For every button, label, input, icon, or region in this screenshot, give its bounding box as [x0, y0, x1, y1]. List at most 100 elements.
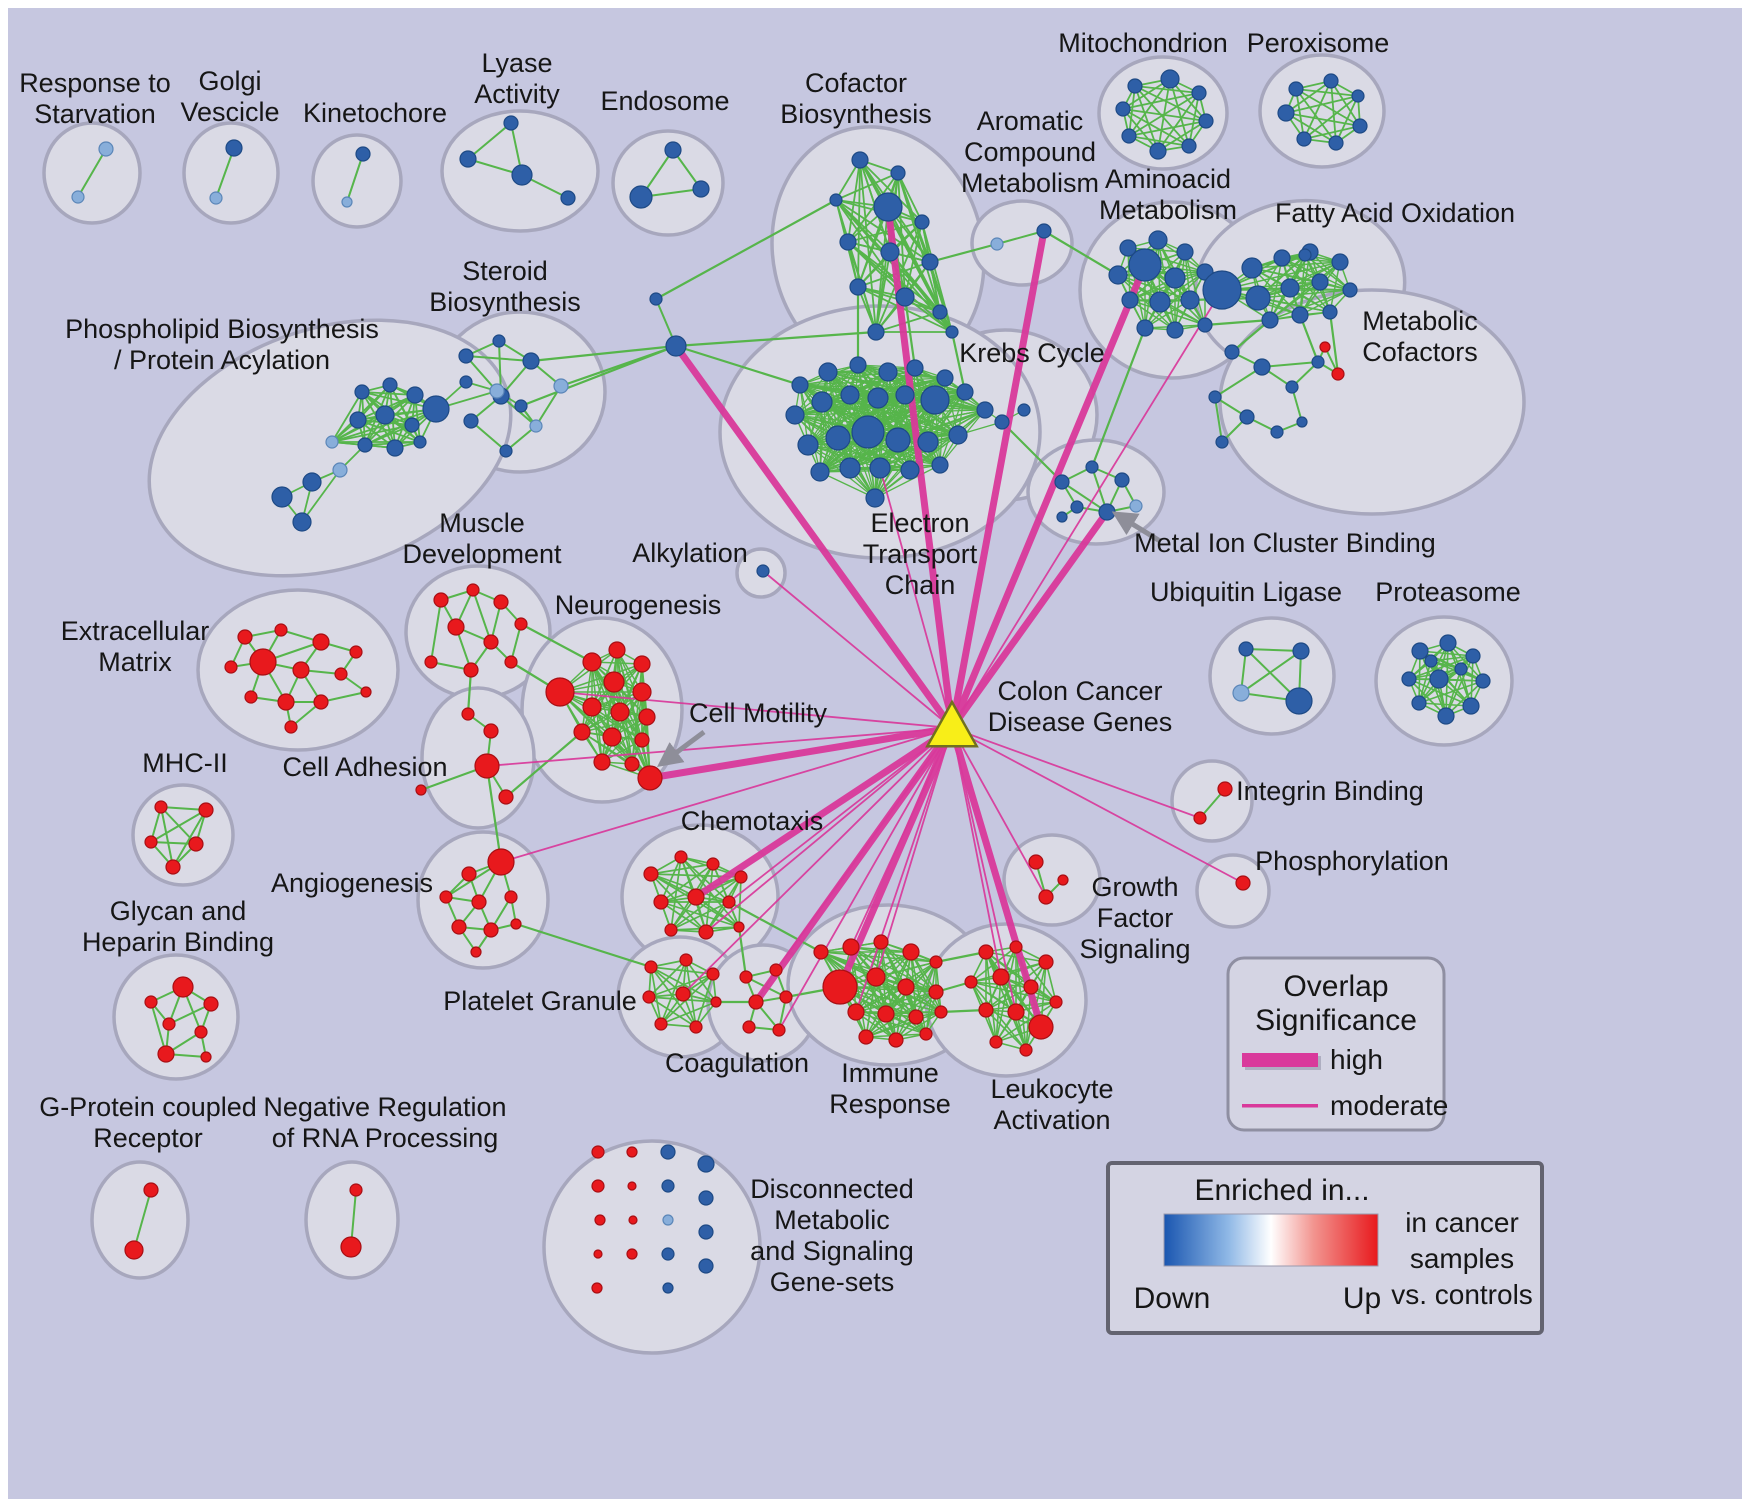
lyase-edge: [467, 122, 512, 160]
phospholipid-node: [404, 417, 420, 433]
phospholipid-node: [514, 399, 528, 413]
leuko-edge: [985, 1009, 1027, 1051]
immune-node: [908, 1009, 924, 1025]
aromatic-ellipse: [970, 199, 1074, 287]
muscle-label: Development: [402, 539, 562, 569]
resp-edge: [77, 148, 107, 198]
perox-edge: [1295, 88, 1305, 140]
etc-node: [840, 385, 860, 405]
growth-label: Signaling: [1079, 934, 1190, 964]
muscle-node: [514, 617, 528, 631]
mhc2-edge: [172, 809, 207, 868]
leuko-node: [978, 944, 994, 960]
aminoacid-edge: [1129, 299, 1206, 326]
cofactor-edge: [847, 172, 899, 243]
phospholipid-node: [271, 486, 293, 508]
muscle-label: Muscle: [439, 508, 525, 538]
metcof-node: [1296, 416, 1308, 428]
leuko-edge: [970, 946, 1017, 983]
muscle-node: [447, 618, 465, 636]
angio-node: [471, 894, 487, 910]
immune-node: [866, 967, 886, 987]
mito-edge: [1169, 78, 1190, 147]
annotation-label: Cell Motility: [689, 698, 828, 728]
ecm-node: [237, 629, 253, 645]
ecm-node: [277, 693, 295, 711]
metcof-node: [1208, 390, 1222, 404]
mito-node: [1149, 142, 1167, 160]
immune-edge: [875, 976, 927, 1035]
aminoacid-edge: [1174, 251, 1186, 331]
etc-node: [878, 362, 898, 382]
integrin-label: Integrin Binding: [1236, 776, 1424, 806]
inter-cluster-edge: [950, 330, 967, 394]
connector-node: [665, 335, 687, 357]
steroid-edge: [535, 385, 562, 427]
immune-edge: [855, 986, 907, 1013]
etc-node: [869, 457, 891, 479]
fatty-node: [1342, 282, 1358, 298]
fatty-node: [1298, 248, 1312, 262]
perox-edge: [1330, 80, 1361, 127]
neuro-node: [593, 753, 611, 771]
golgi-label: Golgi: [198, 66, 261, 96]
etc-label: Chain: [885, 570, 956, 600]
aminoacid-edge: [1157, 239, 1176, 331]
phospholipid-node: [292, 512, 312, 532]
metalion-node: [1114, 472, 1130, 488]
negrna-label: Negative Regulation: [263, 1092, 506, 1122]
chemotaxis-edge: [660, 876, 742, 903]
neuro-edge: [581, 716, 648, 733]
etc-node: [900, 460, 920, 480]
chemotaxis-node: [643, 866, 659, 882]
metcof-node: [1319, 341, 1331, 353]
endosome-ellipse: [611, 129, 725, 237]
chemotaxis-edge: [670, 856, 682, 931]
steroid-node: [522, 352, 540, 370]
fatty-edge: [1269, 289, 1351, 321]
metalion-label: Metal Ion Cluster Binding: [1134, 528, 1436, 558]
cofactor-node: [880, 242, 900, 262]
angio-node: [439, 890, 453, 904]
coag-node: [748, 994, 764, 1010]
etc-node: [906, 359, 924, 377]
leuko-node: [1009, 940, 1023, 954]
disconnected-label: Disconnected: [750, 1174, 914, 1204]
disconnected-node: [661, 1179, 675, 1193]
ecm-edge: [320, 691, 367, 703]
cofactor-node: [914, 214, 930, 230]
cofactor-node: [839, 233, 857, 251]
aminoacid-edge: [1184, 251, 1206, 326]
phospholipid-node: [354, 384, 370, 400]
overlap-legend-box: [1226, 956, 1446, 1132]
proteasome-node: [1465, 648, 1481, 664]
aminoacid-node: [1119, 239, 1137, 257]
mhc2-node: [188, 836, 204, 852]
leuko-node: [1023, 979, 1039, 995]
cofactor-node: [921, 253, 939, 271]
mhc2-node: [154, 800, 168, 814]
kinetochore-node: [355, 146, 371, 162]
chemotaxis-edge: [705, 863, 714, 933]
metalion-node: [1056, 511, 1068, 523]
kinetochore-node: [341, 196, 353, 208]
steroid-node: [529, 419, 543, 433]
phospholipid-node: [406, 386, 424, 404]
lyase-node: [459, 150, 477, 168]
leuko-label: Activation: [993, 1105, 1110, 1135]
golgi-edge: [215, 147, 235, 199]
angio-label: Angiogenesis: [271, 868, 433, 898]
phospholipid-node: [349, 411, 367, 429]
perox-edge: [1285, 80, 1332, 114]
neuro-node: [603, 671, 625, 693]
aromatic-edge: [996, 230, 1045, 245]
chemotaxis-edge: [660, 901, 740, 928]
mito-node: [1127, 78, 1143, 94]
ecm-label: Extracellular: [61, 616, 210, 646]
mito-node: [1121, 128, 1137, 144]
ubiquitin-edge: [1245, 648, 1302, 652]
inter-cluster-edge: [737, 925, 748, 979]
inter-cluster-edge: [1090, 326, 1147, 469]
phospholipid-node: [375, 405, 395, 425]
